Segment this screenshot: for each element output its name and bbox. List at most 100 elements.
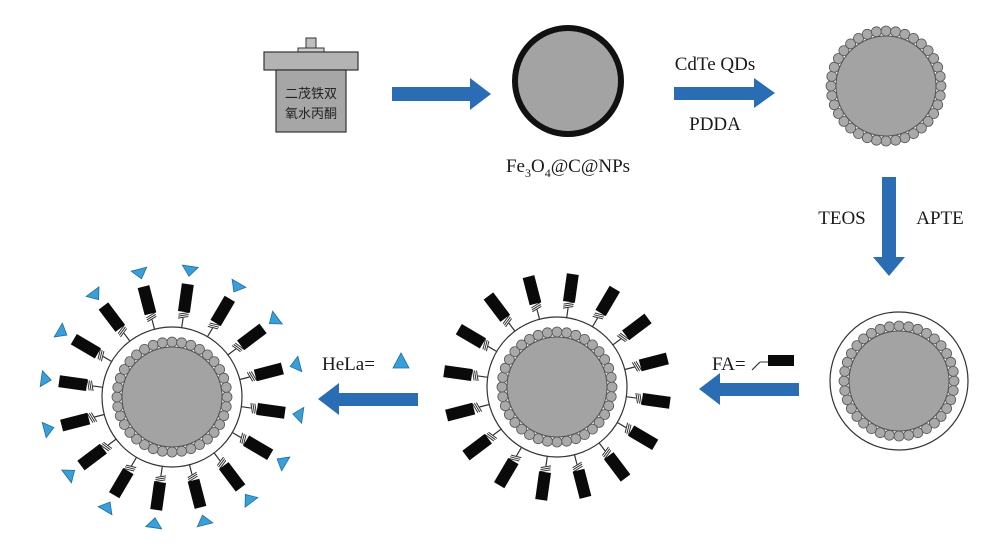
- qd-bead: [828, 99, 840, 111]
- hela-marker: [97, 497, 118, 516]
- qd-bead: [838, 375, 850, 387]
- qd-bead: [603, 362, 615, 374]
- qd-bead: [201, 433, 213, 445]
- qd-bead: [542, 327, 553, 339]
- hela-marker: [41, 419, 57, 439]
- qd-bead: [503, 409, 515, 420]
- qd-bead: [893, 430, 905, 442]
- qd-bead: [593, 346, 605, 358]
- fa-ligand: [522, 274, 546, 322]
- qd-bead: [929, 417, 940, 429]
- fa-ligand: [442, 364, 490, 384]
- qd-bead: [846, 403, 857, 414]
- qd-bead: [551, 436, 563, 448]
- hela-marker: [291, 405, 305, 424]
- qd-bead: [532, 329, 544, 341]
- qd-bead: [833, 53, 844, 64]
- qd-bead: [839, 385, 851, 397]
- qd-bead: [825, 80, 837, 92]
- hela-marker: [61, 463, 80, 484]
- hela-legend-marker: [392, 352, 410, 369]
- qd-bead: [496, 381, 508, 393]
- carbon-coated-particle: [512, 25, 624, 137]
- qd-bead: [922, 45, 934, 56]
- qd-bead: [890, 26, 901, 38]
- qd-bead: [921, 423, 932, 435]
- hela-marker: [272, 451, 291, 472]
- qd-bead: [941, 348, 952, 359]
- hela-marker: [226, 278, 247, 297]
- qd-bead: [928, 108, 939, 119]
- qd-bead: [516, 339, 527, 351]
- reactor-icon: 二茂铁双 氧水丙酮: [263, 37, 359, 133]
- qd-bead: [899, 132, 911, 144]
- qd-bead: [220, 401, 232, 413]
- arrow-right-1: [392, 78, 491, 110]
- qd-bead: [551, 326, 563, 338]
- qd-bead: [893, 320, 905, 332]
- hela-marker: [194, 512, 214, 528]
- qd-bead: [214, 364, 226, 375]
- qd-bead: [948, 375, 960, 387]
- qd-bead: [587, 423, 598, 435]
- qd-decorated-particle: [825, 25, 947, 147]
- arrow-left-2: [318, 383, 418, 415]
- qd-bead: [929, 333, 940, 345]
- qd-bead: [605, 391, 617, 403]
- arrow-left-1: [699, 373, 799, 405]
- qd-bead: [838, 45, 850, 56]
- qd-bead: [826, 71, 838, 82]
- step2-left-label: TEOS: [818, 208, 866, 229]
- reactor-label-line1: 二茂铁双: [285, 87, 337, 102]
- fa-ligand: [59, 408, 107, 432]
- qd-bead: [928, 53, 939, 64]
- qd-bead: [947, 385, 959, 397]
- hela-marker: [130, 266, 150, 282]
- qd-bead: [114, 410, 126, 422]
- hela-marker: [180, 264, 199, 278]
- qd-bead: [932, 61, 944, 73]
- qd-bead: [542, 435, 553, 447]
- fa-ligand: [223, 323, 268, 361]
- qd-bead: [503, 354, 515, 365]
- fa-ligand: [455, 323, 501, 358]
- qd-bead: [826, 90, 838, 101]
- qd-bead: [858, 333, 869, 345]
- qd-bead: [606, 381, 618, 393]
- qd-bead: [119, 364, 130, 375]
- qd-bead: [593, 416, 605, 428]
- qd-bead-ring: [111, 336, 233, 458]
- qd-bead: [871, 26, 882, 38]
- fa-ligand: [622, 352, 670, 376]
- qd-bead: [851, 340, 863, 352]
- hela-marker: [264, 310, 283, 331]
- qd-bead: [124, 426, 136, 438]
- hela-marker: [39, 370, 53, 389]
- qd-bead: [194, 439, 205, 451]
- qd-bead: [916, 122, 927, 134]
- qd-bead: [570, 433, 582, 445]
- qd-bead: [880, 25, 892, 37]
- qd-bead: [497, 371, 509, 383]
- fa-legend-ligand: [751, 355, 794, 371]
- fa-ligand: [76, 433, 121, 471]
- qd-bead: [214, 419, 226, 430]
- arrow-down: [873, 177, 905, 276]
- fa-ligand: [108, 453, 143, 499]
- qd-bead: [916, 38, 927, 50]
- qd-bead-ring: [825, 25, 947, 147]
- fa-ligand: [228, 426, 274, 461]
- qd-bead: [605, 371, 617, 383]
- qd-bead: [880, 135, 892, 147]
- qd-bead: [156, 445, 168, 457]
- qd-bead: [124, 356, 136, 368]
- fa-ligand: [568, 452, 592, 500]
- qd-bead: [866, 423, 877, 435]
- fa-ligand: [624, 390, 672, 410]
- reactor-label-line2: 氧水丙酮: [285, 107, 337, 122]
- fa-ligand: [560, 272, 580, 320]
- qd-bead: [156, 337, 168, 349]
- qd-bead: [166, 336, 178, 348]
- silica-coated-particle: [829, 311, 969, 451]
- hela-marker: [53, 322, 72, 343]
